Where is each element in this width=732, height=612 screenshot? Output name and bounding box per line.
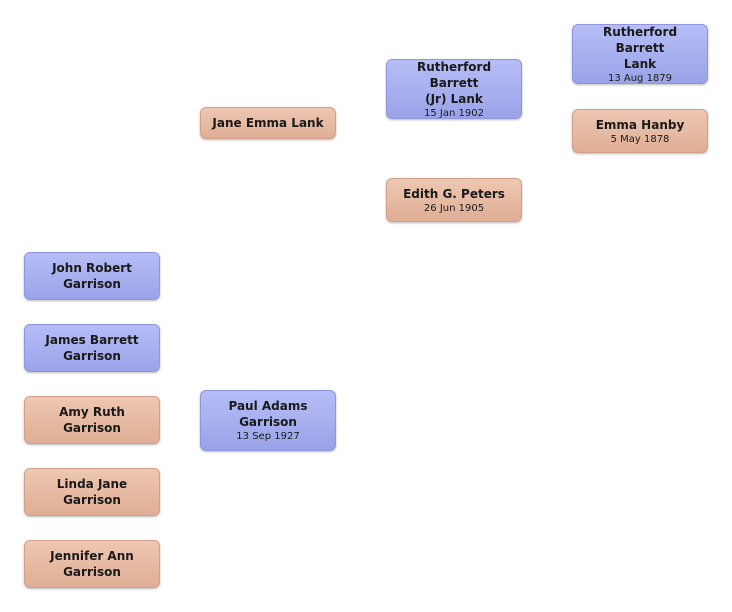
person-birth-date: 15 Jan 1902 xyxy=(424,107,484,119)
person-james-barrett-garrison[interactable]: James Barrett Garrison xyxy=(24,324,160,372)
person-rutherford-barrett-lank[interactable]: Rutherford Barrett Lank 13 Aug 1879 xyxy=(572,24,708,84)
person-linda-jane-garrison[interactable]: Linda Jane Garrison xyxy=(24,468,160,516)
person-birth-date: 5 May 1878 xyxy=(610,133,670,145)
person-name: Rutherford Barrett (Jr) Lank xyxy=(416,59,492,106)
person-name: Rutherford Barrett Lank xyxy=(602,24,678,71)
person-name: Jennifer Ann Garrison xyxy=(50,549,134,579)
person-name: John Robert Garrison xyxy=(52,261,132,291)
person-paul-adams-garrison[interactable]: Paul Adams Garrison 13 Sep 1927 xyxy=(200,390,336,451)
person-name: Paul Adams Garrison xyxy=(228,399,308,429)
person-birth-date: 13 Sep 1927 xyxy=(236,431,300,442)
person-birth-date: 13 Aug 1879 xyxy=(607,72,673,84)
person-name: Jane Emma Lank xyxy=(212,116,324,130)
person-birth-date: 26 Jun 1905 xyxy=(423,202,485,214)
person-name: Linda Jane Garrison xyxy=(56,477,128,507)
person-name: Amy Ruth Garrison xyxy=(59,405,125,435)
person-rutherford-barrett-jr-lank[interactable]: Rutherford Barrett (Jr) Lank 15 Jan 1902 xyxy=(386,59,522,119)
person-name: Emma Hanby xyxy=(595,117,685,132)
person-emma-hanby[interactable]: Emma Hanby 5 May 1878 xyxy=(572,109,708,153)
person-jane-emma-lank[interactable]: Jane Emma Lank xyxy=(200,107,336,139)
person-edith-peters[interactable]: Edith G. Peters 26 Jun 1905 xyxy=(386,178,522,222)
person-john-robert-garrison[interactable]: John Robert Garrison xyxy=(24,252,160,300)
person-jennifer-ann-garrison[interactable]: Jennifer Ann Garrison xyxy=(24,540,160,588)
person-amy-ruth-garrison[interactable]: Amy Ruth Garrison xyxy=(24,396,160,444)
person-name: James Barrett Garrison xyxy=(45,333,139,363)
person-name: Edith G. Peters xyxy=(403,186,505,201)
